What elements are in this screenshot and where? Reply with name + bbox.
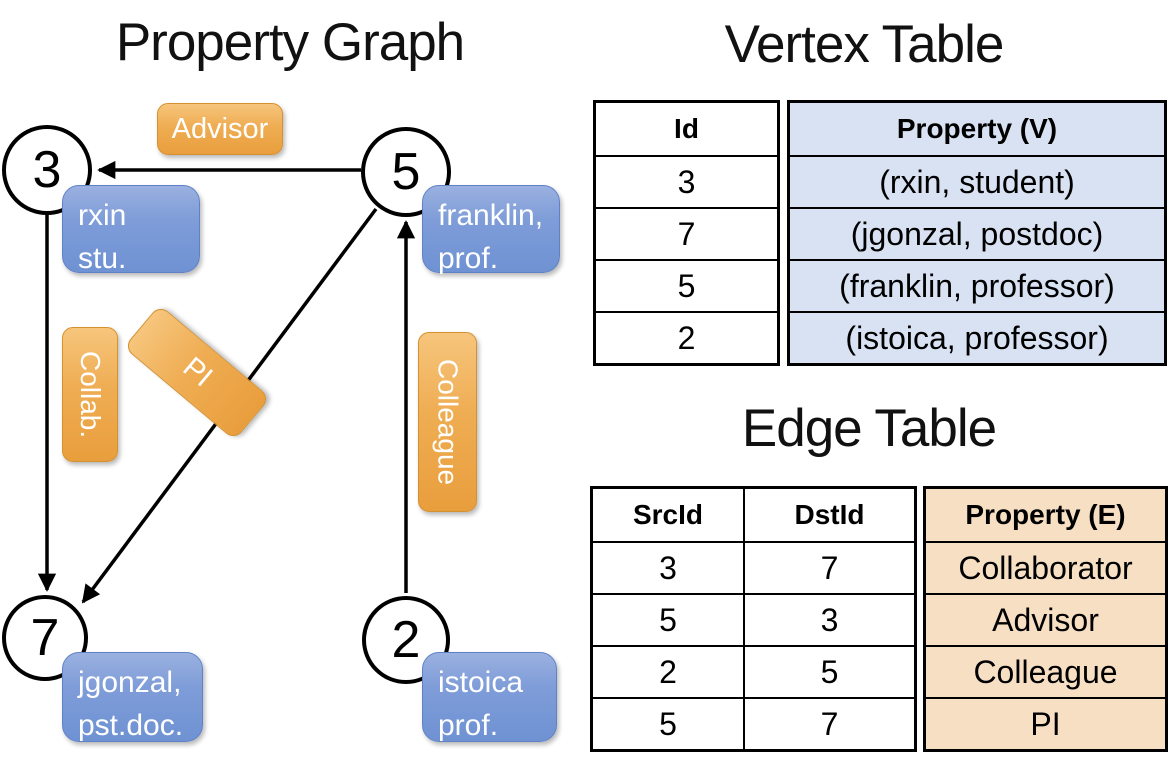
vertex-table-property-column: Property (V) (rxin, student) (jgonzal, p… (787, 100, 1167, 366)
vertex-property-box-2-line1: istoica (438, 666, 524, 699)
vertex-node-2-id: 2 (391, 611, 421, 669)
vertex-table-title: Vertex Table (724, 15, 1005, 74)
vertex-property-box-3: rxin stu. (62, 185, 200, 275)
edge-table-src-header: SrcId (632, 499, 704, 530)
vertex-table-property-header: Property (V) (790, 103, 1164, 155)
vertex-node-3: 3 (2, 125, 92, 215)
vertex-property-box-5-line2: prof. (438, 241, 499, 275)
edge-label-advisor-text: Advisor (171, 112, 269, 145)
edge-label-colleague: Colleague (418, 332, 477, 512)
vertex-node-5: 5 (361, 127, 451, 217)
edge-label-collab-text: Collab. (75, 350, 106, 439)
edge-label-advisor: Advisor (157, 103, 283, 155)
vertex-node-5-id: 5 (391, 143, 421, 201)
vertex-table-id-cell: 3 (596, 155, 777, 207)
vertex-table-id-cell: 2 (596, 311, 777, 363)
vertex-table-property-cell: (rxin, student) (790, 155, 1164, 207)
vertex-property-box-7-line2: pst.doc. (78, 708, 184, 742)
vertex-table-property-cell: (istoica, professor) (790, 311, 1164, 363)
property-graph-title: Property Graph (115, 13, 465, 72)
vertex-property-box-5: franklin, prof. (422, 185, 560, 275)
vertex-table-id-cell: 5 (596, 259, 777, 311)
vertex-table-id-header: Id (674, 113, 699, 144)
edge-label-colleague-text: Colleague (432, 358, 464, 486)
vertex-node-7-id: 7 (30, 609, 60, 667)
edge-table-property-header: Property (E) (926, 489, 1165, 541)
vertex-property-box-3-line1: rxin (78, 199, 127, 232)
edge-table-dst-cell: 5 (743, 645, 914, 697)
vertex-property-box-7: jgonzal, pst.doc. (62, 652, 203, 742)
edge-label-pi: PI (123, 304, 271, 441)
edge-table-dst-cell: 7 (743, 697, 914, 749)
edge-table-property-cell: Advisor (926, 593, 1165, 645)
edge-table-src-cell: 2 (593, 645, 743, 697)
vertex-property-box-7-line1: jgonzal, (78, 666, 182, 699)
edge-table-src-cell: 5 (593, 697, 743, 749)
edge-table-dst-header: DstId (743, 489, 914, 541)
edge-table-id-columns: SrcId DstId 3 7 5 3 2 5 5 7 (590, 486, 917, 752)
vertex-node-3-id: 3 (32, 141, 62, 199)
vertex-table-id-column: Id 3 7 5 2 (593, 100, 780, 366)
edge-table-property-cell: Collaborator (926, 541, 1165, 593)
vertex-table-property-cell: (jgonzal, postdoc) (790, 207, 1164, 259)
edge-table-title: Edge Table (741, 399, 997, 458)
edge-label-collab: Collab. (62, 327, 118, 462)
vertex-table-property-cell: (franklin, professor) (790, 259, 1164, 311)
edge-table-src-cell: 3 (593, 541, 743, 593)
edge-table-property-cell: PI (926, 697, 1165, 749)
edge-table-property-cell: Colleague (926, 645, 1165, 697)
vertex-property-box-2-line2: prof. (438, 708, 499, 742)
edge-table-dst-cell: 3 (743, 593, 914, 645)
vertex-property-box-2: istoica prof. (422, 652, 557, 742)
vertex-table-id-cell: 7 (596, 207, 777, 259)
edge-table-property-column: Property (E) Collaborator Advisor Collea… (923, 486, 1168, 752)
edge-table-dst-cell: 7 (743, 541, 914, 593)
edge-table-src-cell: 5 (593, 593, 743, 645)
edge-label-pi-text: PI (176, 351, 219, 394)
vertex-property-box-5-line1: franklin, (438, 199, 544, 232)
vertex-property-box-3-line2: stu. (78, 241, 127, 275)
